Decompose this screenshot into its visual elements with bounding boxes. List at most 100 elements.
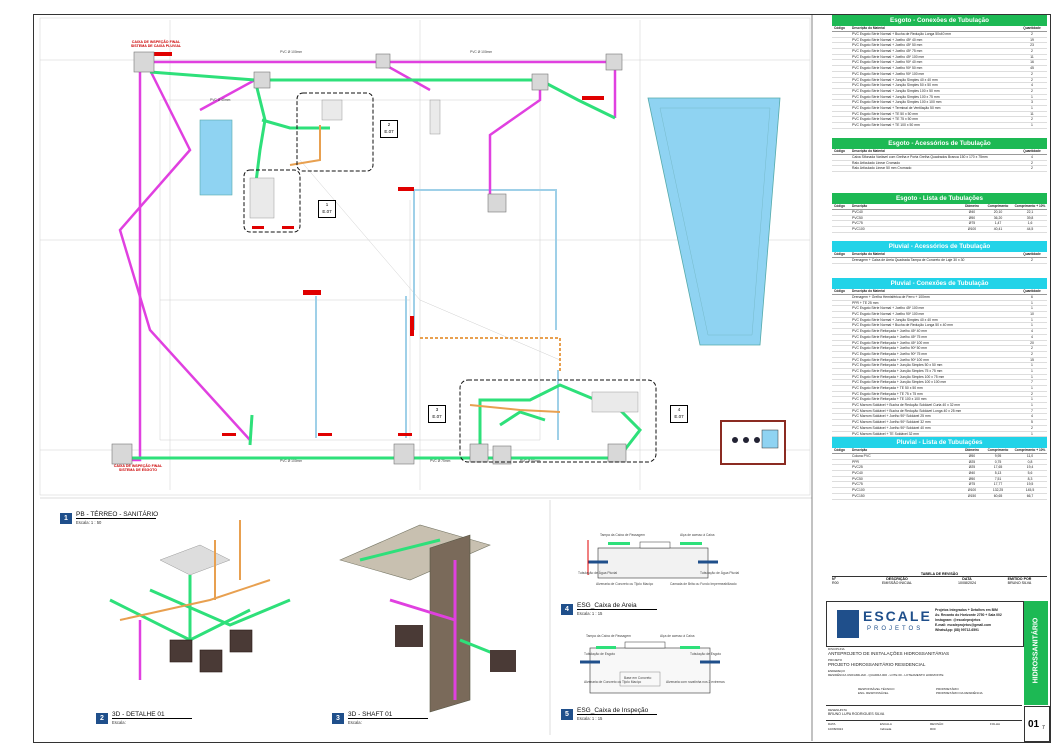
table-cell: 39,8 (1026, 215, 1034, 220)
table-cell: 19,4 (1026, 465, 1034, 470)
table-cell: PVC Esgoto Série Normal + Joelho 45º 100… (852, 306, 925, 311)
table-cell: 2 (1031, 117, 1033, 122)
table-cell: Ø50 (968, 454, 976, 458)
table-cell (832, 346, 852, 351)
table-cell: 4 (1031, 83, 1033, 88)
table-header-cell: Código (834, 204, 845, 208)
table-title: Esgoto - Conexões de Tubulação (832, 15, 1047, 26)
revision-table: TABELA DE REVISÃO Nº DESCRIÇÃO DATA EMIT… (832, 572, 1047, 585)
table-row: PVC Marrom Soldável + Bucha de Redução S… (832, 403, 1047, 409)
table-cell: PVC Esgoto Série Reforçada + Joelho 45º … (852, 329, 928, 334)
table-title: Esgoto - Lista de Tubulações (832, 193, 1047, 204)
table-cell (832, 210, 852, 215)
table-cell: 2 (1031, 258, 1033, 262)
table-cell: 2 (1031, 77, 1033, 82)
areia-note: Alvenaria de Concreto ou Tijolo Maciço (596, 582, 654, 586)
roof-line (299, 159, 561, 361)
table-row: PVC Esgoto Série Normal + Joelho 90º 100… (832, 312, 1047, 318)
table-row: PVC Esgoto Série Normal + Junção Simples… (832, 95, 1047, 101)
table-cell: Coluna PVC (852, 454, 871, 458)
table-cell: 5 (1031, 420, 1033, 425)
sink-fixture (591, 391, 639, 413)
table-cell: PVC Esgoto Série Reforçada + Joelho 90º … (852, 351, 928, 356)
table-cell: PVC Esgoto Série Normal + Bucha de Reduç… (852, 32, 952, 36)
orange-pipe-dashed (420, 337, 561, 372)
table-cell: 2 (1031, 425, 1033, 430)
table-cell: 2 (1031, 351, 1033, 356)
tb-project: PROJETO HIDROSSANITÁRIO RESIDENCIAL (828, 662, 926, 667)
table-cell: 1 (1031, 105, 1033, 110)
table-row: PVC Esgoto Série Normal + Bucha de Reduç… (832, 32, 1047, 38)
table-cell: PVC Esgoto Série Normal + Joelho 90º 40 … (852, 60, 923, 65)
table-header-cell: Quantidade (1023, 289, 1041, 293)
table-cell: 45 (1030, 66, 1034, 71)
table-cell: 19,5 (1026, 482, 1034, 487)
table-cell (832, 392, 852, 397)
table-cell (832, 72, 852, 77)
pipe-label: PVC Ø 100mm (470, 50, 493, 54)
logo-block: ESCALE PROJETOS Projetos Integrados + De… (826, 601, 1024, 647)
detail-box-3-4 (459, 379, 657, 463)
callout-num: 3 (435, 407, 439, 412)
table-cell: PVC Esgoto Série Normal + Junção Simples… (852, 77, 938, 82)
table-row: PVC Esgoto Série Normal + Joelho 90º 40 … (832, 60, 1047, 67)
table-cell: 145,5 (1025, 488, 1035, 493)
table-cell: 2 (1031, 346, 1033, 351)
table-row: PVC Marrom Soldável + Joelho 90º Soldáve… (832, 420, 1047, 426)
inspecao-note: Base em Concreto (624, 676, 652, 680)
legend-symbol (754, 437, 760, 443)
table-cell (832, 66, 852, 71)
inspecao-note: Alvenaria de Concreto ou Tijolo Maciço (584, 680, 642, 684)
table-cell: PVC Esgoto Série Reforçada + Junção Simp… (852, 363, 943, 368)
table-cell (832, 329, 852, 334)
iso-inspection-box (395, 625, 423, 647)
table-title: Esgoto - Acessórios de Tubulação (832, 138, 1047, 149)
table-cell (832, 301, 852, 306)
table-cell: PVC40 (852, 210, 863, 214)
air-conditioner-unit (492, 445, 512, 465)
table-cell: 1,47 (994, 221, 1002, 226)
pipe-label: PVC Ø 50mm (520, 459, 541, 463)
table-cell (832, 488, 852, 493)
table-cell: 20,10 (993, 210, 1003, 214)
iso-beam (339, 524, 491, 581)
house-outline (159, 99, 541, 441)
table-header-cell: Descrição do Material (852, 26, 885, 30)
table-cell: 1 (1031, 386, 1033, 390)
table-cell: PVC Esgoto Série Reforçada + Joelho 45º … (852, 340, 929, 345)
table-cell: 1 (1031, 317, 1033, 322)
table-header-cell: Quantidade (1023, 149, 1041, 153)
red-marker (318, 433, 332, 436)
view-title: ESG_Caixa de Inspeção (577, 707, 657, 715)
inspecao-note: Alvenaria com ruvatinha nos 2 extremos (666, 680, 725, 684)
table-cell (832, 358, 852, 363)
table-cell: PVC Marrom Soldável + Joelho 90º Soldáve… (852, 425, 931, 430)
inspecao-grass (680, 646, 700, 649)
inspection-box (393, 443, 415, 465)
red-marker (398, 433, 412, 436)
table-row: PVC Esgoto Série Reforçada + Junção Simp… (832, 380, 1047, 386)
sewer-pipe (248, 414, 254, 446)
table-cell: 4 (1031, 329, 1033, 334)
table-cell: PVC Esgoto Série Normal + Bucha de Reduç… (852, 323, 953, 328)
table-cell: 11 (1030, 54, 1034, 59)
tb-label: PROPRIETÁRIO (936, 687, 959, 691)
table-title: Pluvial - Acessórios de Tubulação (832, 241, 1047, 252)
table-cell: 1 (1031, 94, 1033, 99)
revision-title: TABELA DE REVISÃO (832, 572, 1047, 577)
tb-divider (826, 705, 1022, 706)
table-cell (832, 409, 852, 414)
shower-fixture (249, 177, 275, 219)
table-cell (832, 352, 852, 357)
table-cell: 2 (1031, 391, 1033, 396)
table-cell: 2 (1031, 71, 1033, 76)
rev-col: DESCRIÇÃO (886, 577, 908, 581)
company-info: Projetos Integrados + Detalhes em BIM Av… (935, 608, 1002, 633)
callout-sheet: E.07 (384, 129, 394, 134)
table-cell: PVC Esgoto Série Normal + Junção Simples… (852, 88, 940, 93)
